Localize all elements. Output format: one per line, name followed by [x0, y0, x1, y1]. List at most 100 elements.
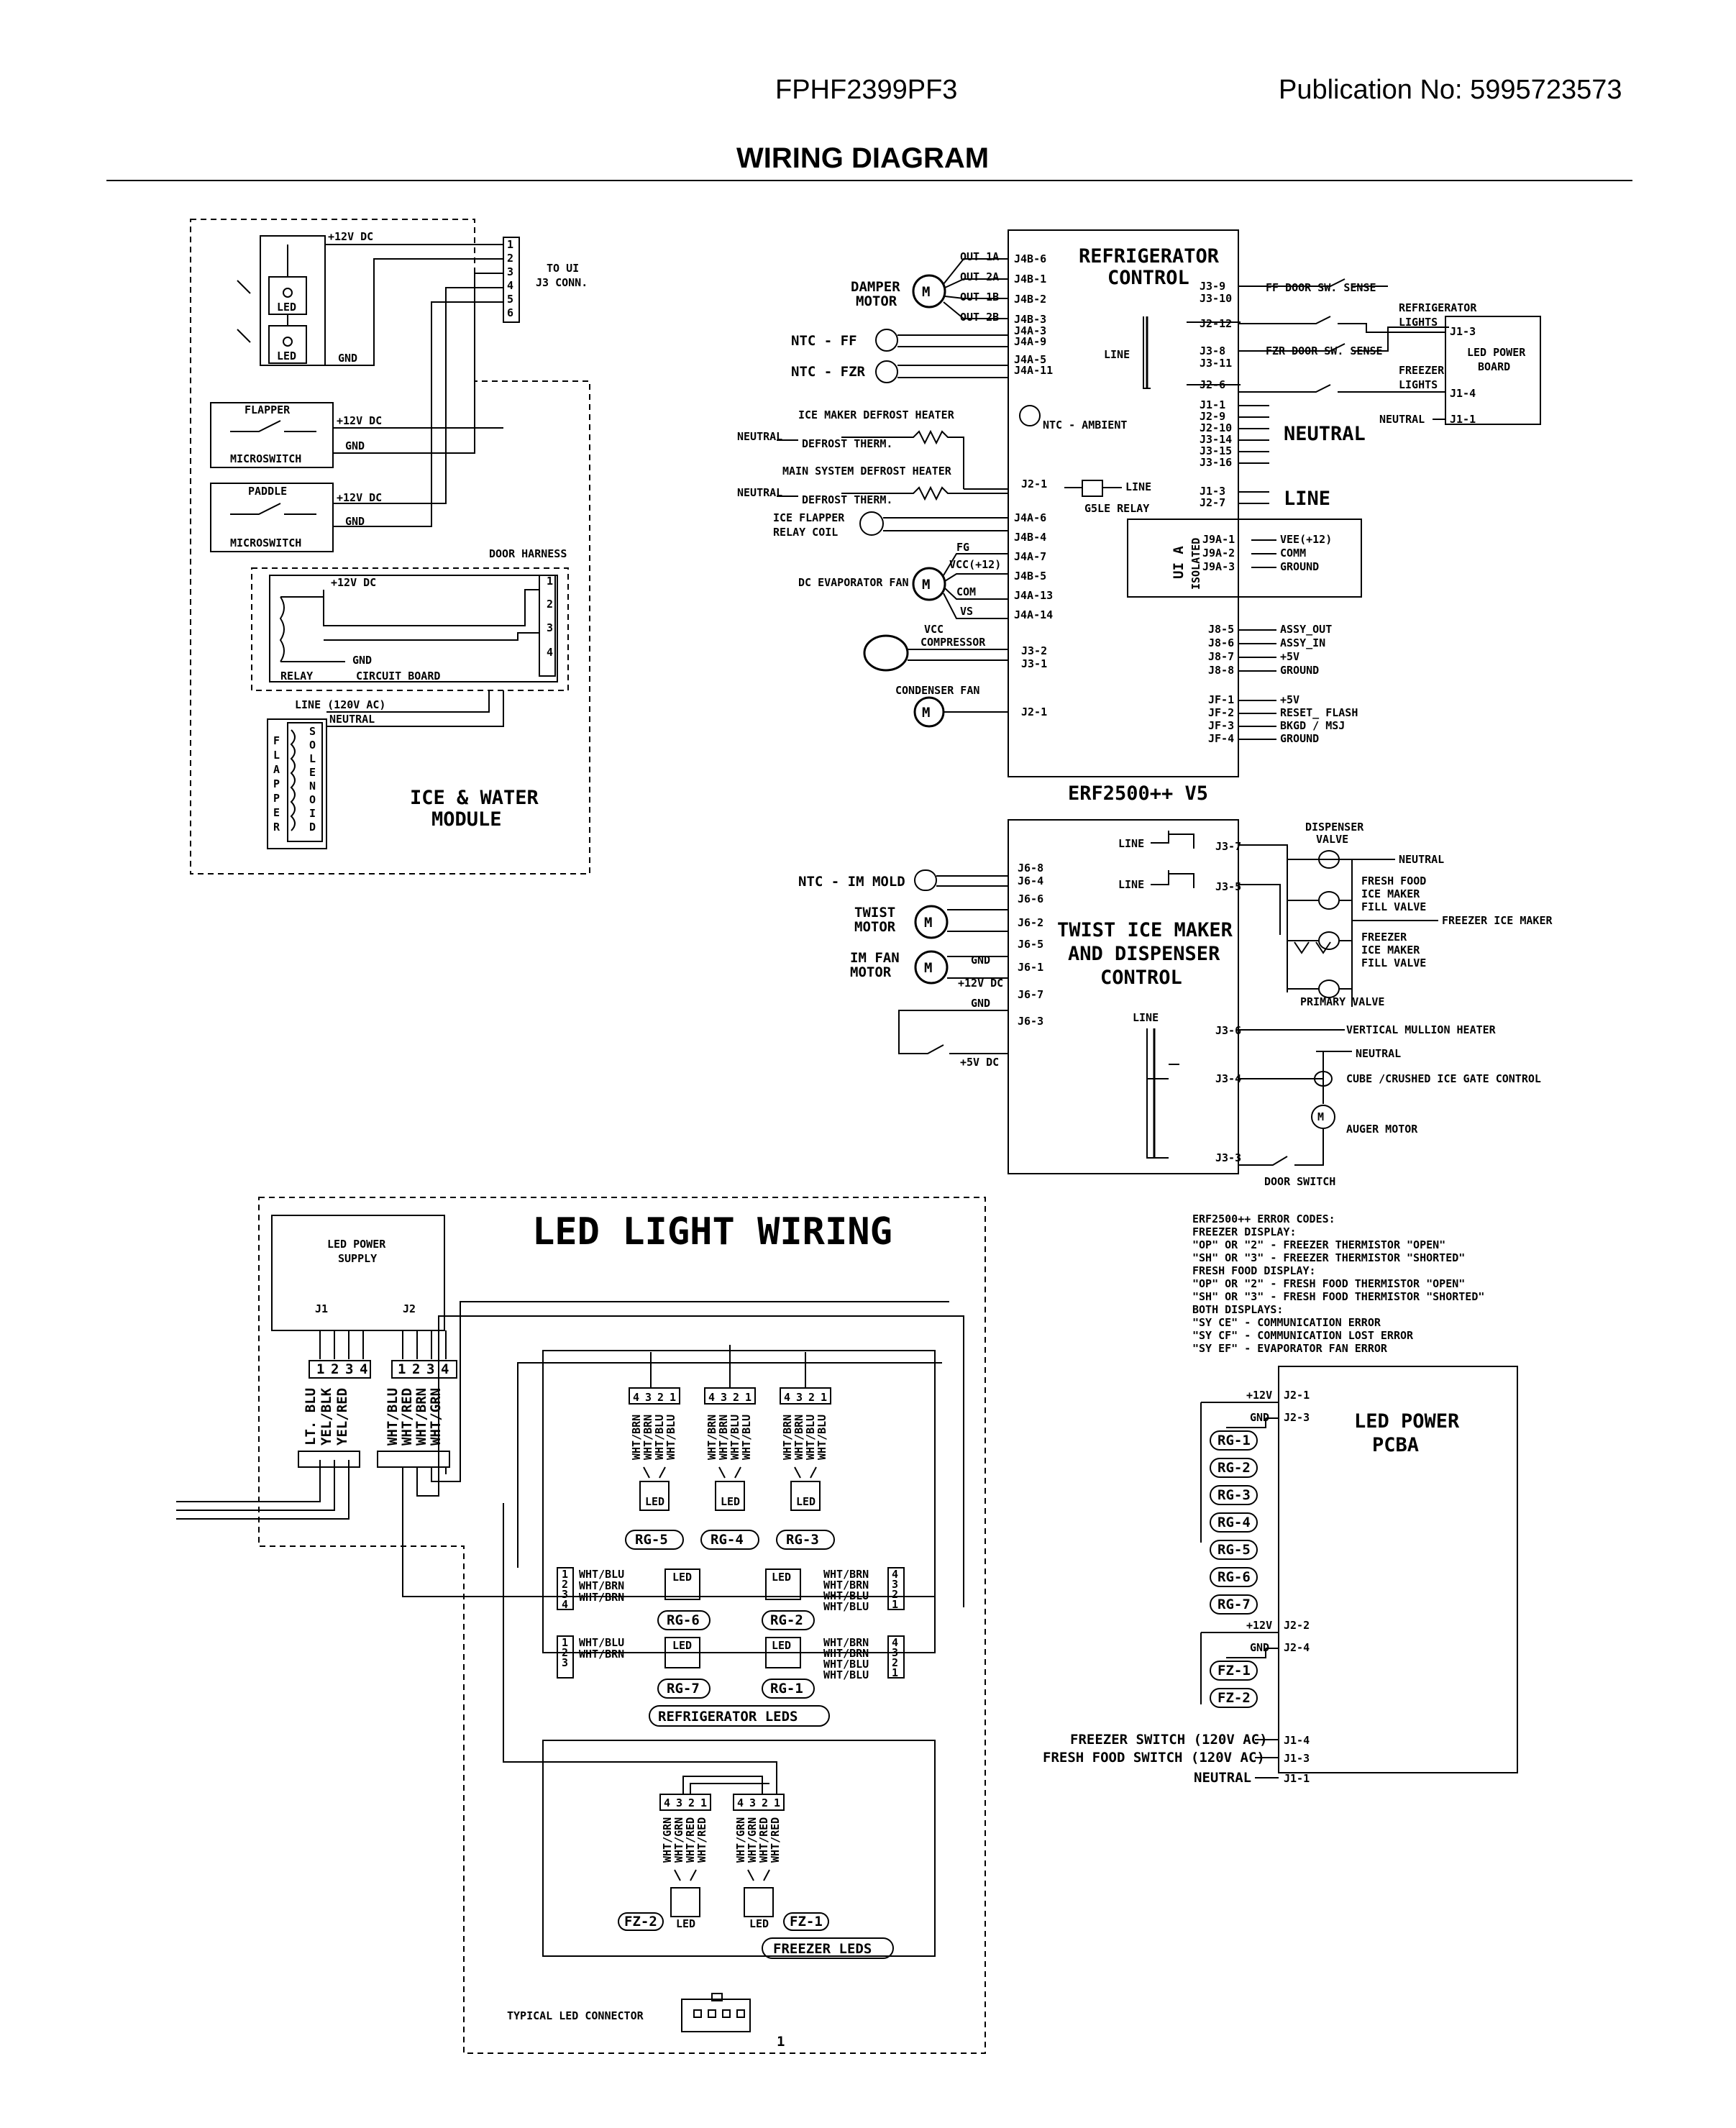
- fridge-lights-b: LIGHTS: [1399, 316, 1438, 329]
- ice-maker-defrost-label: ICE MAKER DEFROST HEATER: [798, 408, 955, 421]
- damper-label-b: MOTOR: [856, 293, 897, 309]
- fc-low-pin-J4B-4: J4B-4: [1014, 531, 1046, 544]
- flapper-label: FLAPPER: [245, 403, 291, 416]
- conn-pin: 1: [670, 1391, 676, 1404]
- paddle-12v: +12V DC: [337, 491, 382, 504]
- mullion-label: VERTICAL MULLION HEATER: [1346, 1023, 1497, 1036]
- j2-1-pin: J2-1: [1021, 478, 1047, 490]
- pcba-rg-RG-7: [1210, 1594, 1258, 1615]
- solenoid-letter: E: [309, 766, 316, 779]
- conn-wire: WHT/BRN: [705, 1415, 718, 1460]
- neutral-pin-J3-14: J3-14: [1200, 433, 1232, 446]
- neutral-big-label: NEUTRAL: [1284, 423, 1366, 445]
- conn-pin: 3: [749, 1796, 756, 1809]
- board-neutral-label: NEUTRAL: [1379, 413, 1425, 426]
- ff-fill-b: ICE MAKER: [1361, 887, 1420, 900]
- twist-b: MOTOR: [854, 919, 896, 935]
- j8-pin-J8-8: J8-8: [1208, 664, 1234, 677]
- fg-label: FG: [956, 541, 969, 554]
- g5le-relay-label: G5LE RELAY: [1084, 502, 1149, 515]
- pcba-rg-label-RG-4: RG-4: [1218, 1515, 1251, 1530]
- conn-pin: 1: [700, 1796, 707, 1809]
- cube-neutral: NEUTRAL: [1356, 1047, 1401, 1060]
- pcba-switch-pin-1: J1-3: [1284, 1752, 1310, 1765]
- fridge-lights-a: REFRIGERATOR: [1399, 301, 1477, 314]
- neutral-pin-J2-9: J2-9: [1200, 410, 1225, 423]
- jf-pin-JF-1: JF-1: [1208, 693, 1234, 706]
- wire: [643, 1466, 666, 1479]
- ui-pin-6: 6: [507, 306, 513, 319]
- pcba-rg-RG-2: [1210, 1458, 1258, 1478]
- j1-pin-4: 4: [360, 1361, 367, 1377]
- rg-tag-RG-6: [657, 1610, 711, 1630]
- fc-right-pin-J3-8: J3-8: [1200, 344, 1225, 357]
- fz-wire: WHT/RED: [769, 1817, 782, 1863]
- ui-signal-0: VEE(+12): [1280, 533, 1332, 546]
- conn-pin: 2: [762, 1796, 768, 1809]
- imfan-motor-symbol: M: [924, 960, 932, 976]
- fc-pin-J4A-5: J4A-5: [1014, 353, 1046, 366]
- wire: [517, 1345, 942, 1568]
- fc-pin-J4B-6: J4B-6: [1014, 252, 1046, 265]
- wire: [674, 1869, 697, 1881]
- j8-pin-J8-7: J8-7: [1208, 650, 1234, 663]
- pcba-fz-label-FZ-2: FZ-2: [1218, 1690, 1251, 1706]
- side-wire: WHT/BLU: [823, 1589, 869, 1602]
- led-text: LED: [749, 1917, 769, 1930]
- flapper-letter: P: [273, 792, 280, 805]
- conn-pin: 2: [808, 1391, 815, 1404]
- side-pin: 3: [562, 1656, 568, 1669]
- rg-label-RG-4: RG-4: [711, 1532, 744, 1548]
- conn-wire: WHT/BRN: [781, 1415, 794, 1460]
- relay-label: RELAY: [280, 670, 313, 682]
- conn-pin: 3: [676, 1796, 682, 1809]
- j2-wire-2: WHT/BRN: [414, 1388, 429, 1446]
- solenoid-letter: I: [309, 807, 316, 820]
- relay-gnd: GND: [352, 654, 372, 667]
- fc-pin-J4B-1: J4B-1: [1014, 273, 1046, 286]
- conn-wire: WHT/BLU: [816, 1415, 828, 1460]
- defrost-therm-1: DEFROST THERM.: [802, 437, 892, 450]
- j1-wire-0: LT. BLU: [303, 1388, 319, 1446]
- neutral-label-1: NEUTRAL: [737, 430, 782, 443]
- conn-wire: WHT/BRN: [717, 1415, 730, 1460]
- pcba-pin-j2-4: J2-4: [1284, 1641, 1310, 1654]
- damper-out-3: OUT 2B: [960, 311, 999, 324]
- error-line-4: FRESH FOOD DISPLAY:: [1192, 1264, 1316, 1277]
- j3-5-pin: J3-5: [1215, 880, 1241, 893]
- side-pin: 4: [562, 1598, 568, 1611]
- rg-tag-RG-4: [700, 1530, 759, 1550]
- main-defrost-label: MAIN SYSTEM DEFROST HEATER: [782, 465, 952, 478]
- damper-motor-symbol: M: [922, 284, 930, 300]
- pcba-pin-j2-1: J2-1: [1284, 1389, 1310, 1402]
- harness-pin-3: 3: [547, 621, 553, 634]
- pcba-rg-label-RG-6: RG-6: [1218, 1569, 1251, 1585]
- ice-maker-left-pins: J6-8J6-4J6-6J6-2J6-5J6-1J6-7J6-3: [1018, 862, 1043, 1028]
- neutral-pin-J3-15: J3-15: [1200, 444, 1232, 457]
- solenoid-letter: D: [309, 821, 316, 834]
- compressor-label: COMPRESSOR: [920, 636, 986, 649]
- ice-maker-section: TWIST ICE MAKER AND DISPENSER CONTROL LI…: [798, 819, 1553, 1188]
- j1-label: J1: [315, 1302, 328, 1315]
- side-wire: WHT/BRN: [823, 1647, 869, 1660]
- circuit-board-label: CIRCUIT BOARD: [356, 670, 440, 682]
- side-pin: 2: [892, 1588, 898, 1601]
- conn-pin: 1: [774, 1796, 780, 1809]
- conn-pin: 2: [688, 1796, 695, 1809]
- side-led-RG-7: [664, 1637, 700, 1668]
- pcba-rg-label-RG-2: RG-2: [1218, 1460, 1251, 1476]
- ff-door-sense: FF DOOR SW. SENSE: [1266, 281, 1376, 294]
- ice-flapper-b: RELAY COIL: [773, 526, 838, 539]
- fz-wire: WHT/RED: [757, 1817, 770, 1863]
- pcba-fz-12v: +12V: [1246, 1619, 1272, 1632]
- paddle-label: PADDLE: [248, 485, 287, 498]
- side-pin: 1: [892, 1598, 898, 1611]
- pcba-rg-RG-6: [1210, 1567, 1258, 1587]
- jf-signal-2: BKGD / MSJ: [1280, 719, 1345, 732]
- side-wire: WHT/BLU: [579, 1636, 624, 1649]
- ice-maker-title-b: AND DISPENSER: [1068, 943, 1220, 965]
